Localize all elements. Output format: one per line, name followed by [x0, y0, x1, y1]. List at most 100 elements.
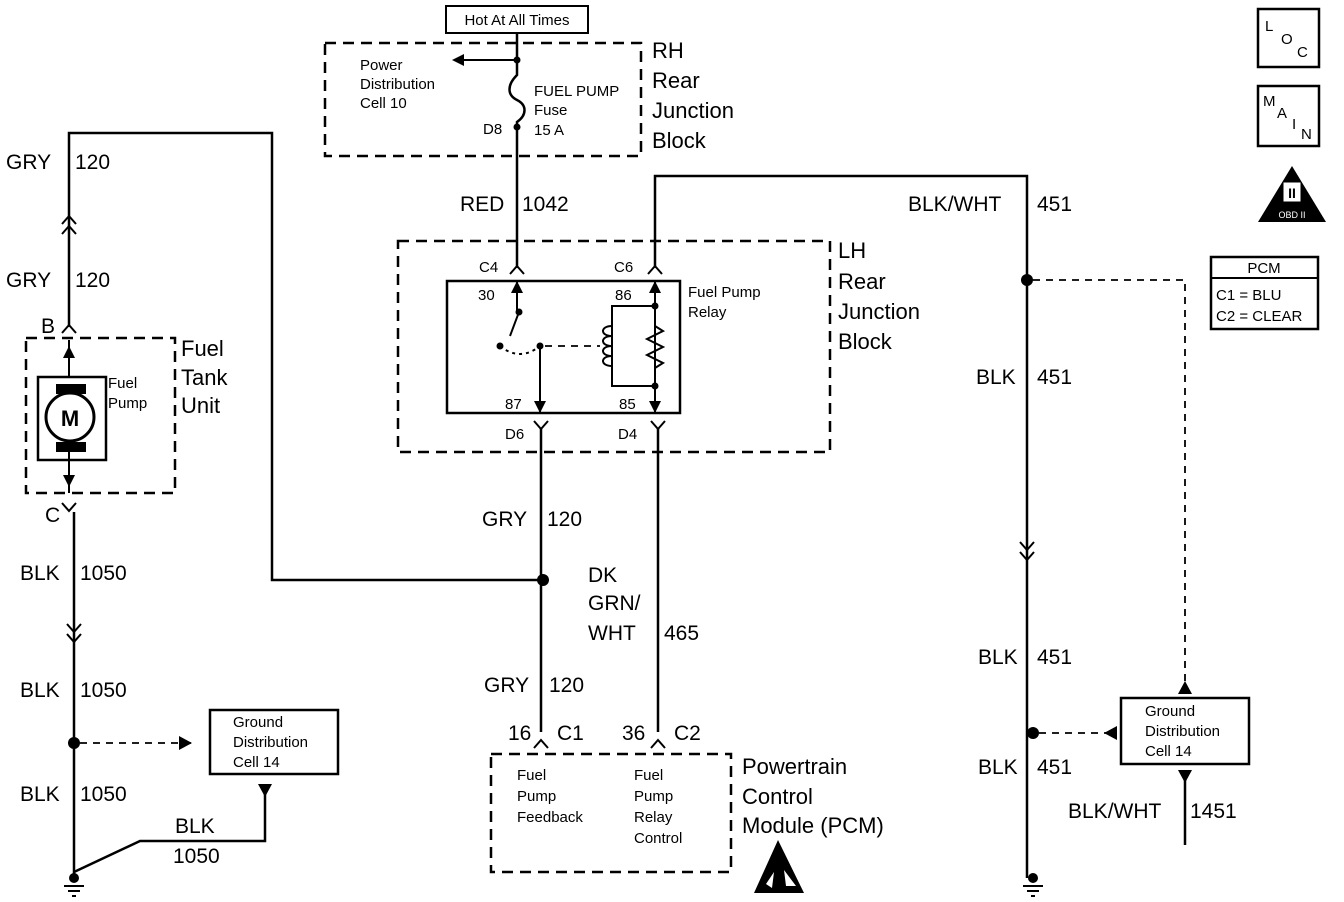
- svg-text:C2 = CLEAR: C2 = CLEAR: [1216, 308, 1302, 325]
- relay-terminal-label: 86: [615, 287, 632, 304]
- pcm-output-label: Fuel: [634, 767, 663, 784]
- ground-distribution-label: Ground: [1145, 703, 1195, 720]
- fuel-tank-unit-label: Fuel: [181, 336, 224, 361]
- wire-label: GRY: [6, 151, 51, 174]
- hot-at-all-times-label: Hot At All Times: [464, 12, 569, 29]
- connector-pin-icon: [61, 502, 77, 513]
- pcm-output-label: Control: [634, 830, 682, 847]
- connector-pin-icon: [650, 738, 666, 749]
- ground-icon: [1023, 873, 1043, 897]
- rh-block-label: Rear: [652, 68, 700, 93]
- ground-dashed-link: [1033, 279, 1186, 684]
- wire-label: 120: [75, 269, 110, 292]
- connector-pin-icon: [509, 264, 525, 275]
- wire-label: BLK: [175, 815, 215, 838]
- wire-label: 451: [1037, 366, 1072, 389]
- fuel-tank-unit-label: Unit: [181, 393, 220, 418]
- rh-rear-junction-block-outline: [323, 41, 643, 158]
- arrowhead-icon: [179, 736, 192, 750]
- fuel-pump-fuse-label: FUEL PUMP: [534, 83, 619, 100]
- arrowhead-icon: [258, 784, 272, 797]
- obd-ii-icon: II OBD II: [1258, 166, 1326, 222]
- rh-block-label: Block: [652, 128, 707, 153]
- splice-node: [68, 737, 80, 749]
- fuse-terminal: [513, 56, 521, 64]
- wire-label: 1050: [80, 562, 127, 585]
- fuel-pump-relay-label: Fuel Pump: [688, 284, 761, 301]
- pcm-label: Module (PCM): [742, 813, 884, 838]
- fuel-pump-relay-label: Relay: [688, 304, 727, 321]
- ground-distribution-label: Cell 14: [1145, 743, 1192, 760]
- lh-block-label: Rear: [838, 269, 886, 294]
- arrowhead-icon: [1178, 770, 1192, 783]
- svg-text:M: M: [1263, 93, 1276, 110]
- fuel-tank-unit-label: Tank: [181, 365, 228, 390]
- rh-rear-junction-block: Hot At All Times Power Distribution Cell…: [323, 5, 734, 158]
- lh-block-label: Junction: [838, 299, 920, 324]
- wire-label: 120: [549, 674, 584, 697]
- wire-label: GRY: [6, 269, 51, 292]
- connector-pin-icon: [650, 420, 666, 431]
- power-distribution-label: Cell 10: [360, 95, 407, 112]
- wire-blk-1050-ground-cell: [73, 788, 267, 874]
- lh-rear-junction-block: LH Rear Junction Block C4 C6 Fuel Pump R…: [396, 238, 920, 454]
- connector-pin-label: D4: [618, 426, 637, 443]
- svg-text:A: A: [1277, 105, 1287, 122]
- wire-label: 1050: [173, 845, 220, 868]
- connector-pin-icon: [61, 323, 77, 334]
- wire-label: BLK: [976, 366, 1016, 389]
- relay-terminal-label: 30: [478, 287, 495, 304]
- fuel-pump-label: Pump: [108, 395, 147, 412]
- connector-pin-icon: [647, 264, 663, 275]
- loc-icon: L O C: [1256, 7, 1321, 69]
- wire-label: 1042: [522, 193, 569, 216]
- connector-pin-label: C: [45, 504, 60, 527]
- wire-label: 1050: [80, 783, 127, 806]
- pcm-label: Control: [742, 784, 813, 809]
- wire-gry-120-left: [67, 131, 545, 582]
- motor-icon: [44, 391, 96, 443]
- svg-text:N: N: [1301, 126, 1312, 143]
- wire-label: 465: [664, 622, 699, 645]
- connector-pin-icon: [533, 738, 549, 749]
- svg-text:PCM: PCM: [1247, 260, 1280, 277]
- relay-terminal-label: 87: [505, 396, 522, 413]
- svg-text:OBD II: OBD II: [1278, 210, 1305, 220]
- pcm-pin-label: C1: [557, 722, 584, 745]
- svg-text:II: II: [1288, 185, 1296, 201]
- relay-switch-icon: [496, 281, 600, 413]
- wire-label: BLK: [978, 646, 1018, 669]
- main-icon: M A I N: [1256, 84, 1321, 148]
- wire-label: BLK: [978, 756, 1018, 779]
- svg-text:C: C: [1297, 44, 1308, 61]
- connector-pin-label: C4: [479, 259, 498, 276]
- wire-label: 451: [1037, 646, 1072, 669]
- arrowhead-icon: [1104, 726, 1117, 740]
- wires: RED 1042 BLK/WHT 451 BLK 451 BLK 451 BLK…: [6, 127, 1237, 878]
- pcm-pin-label: C2: [674, 722, 701, 745]
- connector-pin-label: D6: [505, 426, 524, 443]
- splice-node: [537, 574, 549, 586]
- wire-blk-wht-451: [653, 174, 1029, 280]
- ground-icon: [64, 873, 84, 897]
- rh-block-label: Junction: [652, 98, 734, 123]
- wire-label: RED: [460, 193, 504, 216]
- ground-distribution-left: Ground Distribution Cell 14: [208, 708, 340, 776]
- pcm-pin-label: 36: [622, 722, 645, 745]
- splice-node: [1027, 727, 1039, 739]
- fuel-pump-fuse-label: 15 A: [534, 122, 564, 139]
- powertrain-control-module: 16 C1 36 C2 Fuel Pump Feedback Fuel Pump…: [489, 722, 884, 893]
- inline-connector-icon: [66, 623, 82, 644]
- wire-label: 1050: [80, 679, 127, 702]
- ground-distribution-label: Distribution: [1145, 723, 1220, 740]
- fuel-tank-unit-outline: [24, 336, 177, 495]
- ground-distribution-label: Distribution: [233, 734, 308, 751]
- rh-block-label: RH: [652, 38, 684, 63]
- wire-label: BLK/WHT: [908, 193, 1002, 216]
- pcm-input-label: Pump: [517, 788, 556, 805]
- wire-label: BLK: [20, 783, 60, 806]
- wire-label: 120: [75, 151, 110, 174]
- pcm-input-label: Fuel: [517, 767, 546, 784]
- pcm-connector-legend: PCM C1 = BLU C2 = CLEAR: [1209, 255, 1320, 331]
- power-distribution-label: Distribution: [360, 76, 435, 93]
